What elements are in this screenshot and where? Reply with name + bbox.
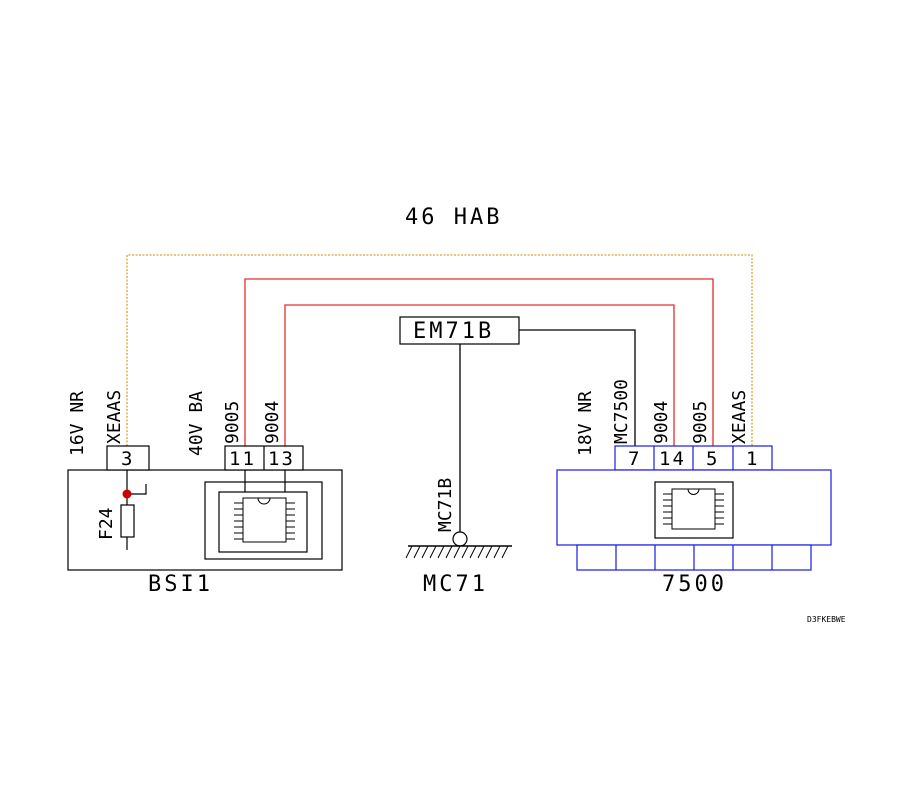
unit-7500-pin-14: 14: [659, 448, 686, 470]
fuse-f24: [120, 504, 135, 538]
wire-9004: [284, 304, 675, 446]
bsi-pin-11: 11: [229, 448, 256, 470]
unit-7500-name: 7500: [662, 572, 727, 597]
unit-7500-wire-xeaas: XEAAS: [729, 390, 750, 444]
diagram-code: D3FKEBWE: [807, 615, 846, 624]
unit-7500-wire-9005: 9005: [690, 401, 711, 444]
unit-7500-wire-9004: 9004: [651, 401, 672, 444]
bsi-pin-13: 13: [268, 448, 295, 470]
unit-7500-pin-5: 5: [706, 448, 719, 470]
diagram-title: 46 HAB: [405, 205, 502, 230]
bsi-fuse-branch: [127, 484, 147, 495]
unit-7500-wire-mc7500: MC7500: [611, 379, 632, 444]
bsi-pin-3: 3: [121, 448, 134, 470]
bsi-connector-1: [106, 445, 150, 471]
unit-7500-label: 18V NR: [575, 391, 596, 456]
ground-wire-label: MC71B: [435, 478, 456, 532]
wire-mc7500: [519, 329, 636, 446]
bsi-wire-9005: 9005: [222, 401, 243, 444]
unit-7500-pin-1: 1: [746, 448, 759, 470]
junction-em71b-box: [399, 316, 520, 345]
fuse-junction-dot: [122, 489, 132, 499]
ground-name: MC71: [423, 572, 488, 597]
unit-7500-pin-7: 7: [628, 448, 641, 470]
ground-hatch: [405, 545, 509, 559]
fuse-label: F24: [96, 507, 117, 540]
bsi-conn1-label-1: 16V NR: [67, 391, 88, 456]
wire-9005: [244, 278, 714, 446]
bsi-wire-9004: 9004: [262, 401, 283, 444]
wire-xeaas: [126, 254, 753, 446]
bsi-chip-icon: [234, 497, 295, 543]
unit-7500-chip-icon: [663, 488, 724, 530]
bsi-conn1-label-2: XEAAS: [104, 390, 125, 444]
ground-terminal: [452, 531, 468, 547]
junction-em71b-label: EM71B: [413, 319, 494, 344]
bsi-conn2-label: 40V BA: [186, 391, 207, 456]
bsi-name: BSI1: [148, 572, 213, 597]
